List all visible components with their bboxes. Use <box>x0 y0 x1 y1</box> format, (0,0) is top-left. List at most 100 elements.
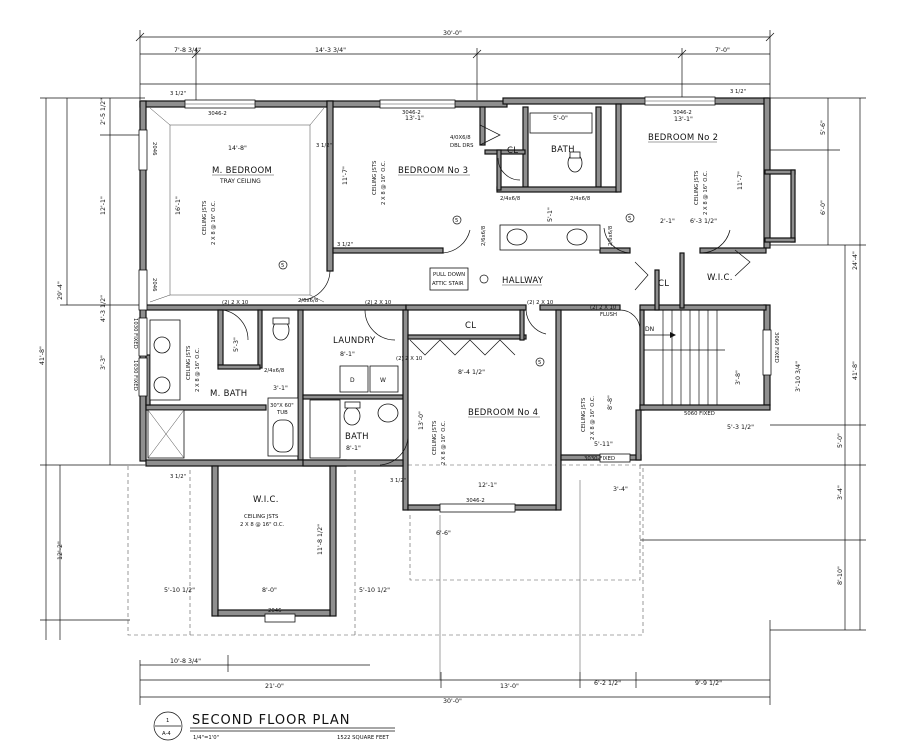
dim-top-c: 7'-0" <box>715 47 730 54</box>
dim-half-e: 3 1/2" <box>170 474 186 480</box>
dim-left-e: 12'-2" <box>57 541 64 560</box>
window-label-9: 1030 FIXED <box>132 360 138 391</box>
dim-right-e: 8'-10" <box>837 566 844 585</box>
window-labels: 3046-2 3046-2 3046-2 3046-2 2046 2046 20… <box>132 110 779 614</box>
dim-hall-sm: 2'-1" <box>660 218 675 225</box>
dim-wic-w: 8'-0" <box>262 587 277 594</box>
joist-spec-mb: 2 X 8 @ 16" O.C. <box>211 200 217 245</box>
dim-bot-e: 10'-8 3/4" <box>170 658 201 665</box>
door-size-5: 2/6x6/8 <box>481 225 487 246</box>
dim-bot-c: 6'-2 1/2" <box>594 680 621 687</box>
dimension-labels: 30'-0" 7'-8 3/4" 14'-3 3/4" 7'-0" 30'-0"… <box>39 30 859 705</box>
door-size-6: 2/6x6/8 <box>608 225 614 246</box>
dim-overall-top: 30'-0" <box>443 30 462 37</box>
staircase <box>644 310 725 405</box>
laundry-label: LAUNDRY <box>333 336 376 346</box>
bath-lower-label: BATH <box>345 432 369 442</box>
circle5-d: 5 <box>538 360 541 366</box>
dim-stair-h: 8'-8" <box>607 395 614 410</box>
door-size-1: 2/4x6/8 <box>500 196 521 202</box>
dim-win-side2: 5'-3 1/2" <box>727 424 754 431</box>
ceiling-joists-wic: CEILING JSTS <box>244 514 279 520</box>
dim-win-side: 3'-4" <box>613 486 628 493</box>
ceiling-joists-b4: CEILING JSTS <box>432 420 438 455</box>
dim-bot-a: 21'-0" <box>265 683 284 690</box>
dim-wic-b: 5'-10 1/2" <box>359 587 390 594</box>
header-3: (2) 2 X 10 <box>527 300 554 306</box>
m-bath-label: M. BATH <box>210 389 247 399</box>
drawing-scale: 1/4"=1'0" <box>193 735 219 741</box>
drawing-title: SECOND FLOOR PLAN <box>192 713 351 728</box>
dimension-lines <box>40 30 866 705</box>
door-size-3: 2/4x6/8 <box>264 368 285 374</box>
dim-right-total: 24'-4" <box>852 251 859 270</box>
dim-wic-h: 11'-8 1/2" <box>317 524 324 555</box>
notes: CEILING JSTS 2 X 8 @ 16" O.C. CEILING JS… <box>186 135 709 528</box>
ceiling-joists-mb: CEILING JSTS <box>202 200 208 235</box>
dim-left-c: 4'-3 1/2" <box>100 295 107 322</box>
dim-b2-h: 11'-7" <box>737 171 744 190</box>
window-label-2: 3046-2 <box>402 110 421 116</box>
circle5-a: 5 <box>281 263 284 269</box>
dim-half-b: 3 1/2" <box>316 143 332 149</box>
windows <box>138 96 772 623</box>
window-label-5: 2046 <box>151 142 157 156</box>
dim-half-f: 3 1/2" <box>390 478 406 484</box>
sheet-number: 1 <box>166 718 169 724</box>
window-label-12: 3030-FIXED <box>584 456 615 462</box>
dim-bath-w: 3'-1" <box>273 385 288 392</box>
ceiling-joists-b3: CEILING JSTS <box>372 160 378 195</box>
window-label-6: 2046 <box>151 278 157 292</box>
flush-note: FLUSH <box>600 312 617 318</box>
wic-upper-label: W.I.C. <box>707 273 733 283</box>
dn-label: DN <box>645 326 654 333</box>
ceiling-joists-b2: CEILING JSTS <box>694 170 700 205</box>
dim-left-small: 5'-3" <box>233 337 240 352</box>
dim-b4-h: 13'-0" <box>418 411 425 430</box>
joist-spec-b3: 2 X 8 @ 16" O.C. <box>381 160 387 205</box>
dim-left-b: 12'-1" <box>100 196 107 215</box>
dim-b3-w: 13'-1" <box>405 115 424 122</box>
joist-spec-mbath: 2 X 8 @ 16" O.C. <box>195 347 201 392</box>
bath-upper-label: BATH <box>551 145 575 155</box>
ceiling-joists-mbath: CEILING JSTS <box>186 345 192 380</box>
circle5-c: 5 <box>628 216 631 222</box>
dim-half-a: 3 1/2" <box>170 91 186 97</box>
dim-half-c: 3 1/2" <box>730 89 746 95</box>
window-label-7: 2046 <box>268 608 282 614</box>
dim-bot-b: 13'-0" <box>500 683 519 690</box>
cl-hall-label: CL <box>658 279 669 289</box>
window-label-4: 3046-2 <box>466 498 485 504</box>
dim-hall-w: 8'-1" <box>340 351 355 358</box>
dim-right-d: 3'-4" <box>837 485 844 500</box>
tray-ceiling-label: TRAY CEILING <box>219 178 261 185</box>
dim-half-d: 3 1/2" <box>337 242 353 248</box>
dim-bot-d: 9'-9 1/2" <box>695 680 722 687</box>
dim-sink: 5'-1" <box>547 207 554 222</box>
fixtures <box>147 112 751 466</box>
window-label-10: 3060 FIXED <box>773 332 779 363</box>
room-labels: M. BEDROOM TRAY CEILING BEDROOM No 3 BED… <box>210 133 733 505</box>
square-feet: 1522 SQUARE FEET <box>337 735 390 741</box>
tray-ceiling-lines <box>149 107 325 303</box>
dim-left-a: 2'-5 1/2" <box>100 98 107 125</box>
dim-right-b: 6'-0" <box>820 200 827 215</box>
circle5-b: 5 <box>455 218 458 224</box>
roof-outline <box>127 464 644 680</box>
dbl-drs-note: DBL DRS <box>450 143 474 149</box>
washer-label: W <box>380 377 386 384</box>
dim-top-a: 7'-8 3/4" <box>174 47 201 54</box>
dim-b4-sub: 6'-6" <box>436 530 451 537</box>
dim-right-c: 5'-0" <box>837 433 844 448</box>
dim-cl-w: 5'-0" <box>553 115 568 122</box>
door-size-4: 2/6x6/8 <box>298 298 319 304</box>
header-2: (2) 2 X 10 <box>365 300 392 306</box>
dim-mb-w: 14'-8" <box>228 145 247 152</box>
dim-wic-a: 5'-10 1/2" <box>164 587 195 594</box>
window-label-8: 1030 FIXED <box>132 318 138 349</box>
hallway-label: HALLWAY <box>502 276 544 286</box>
title-block: 1 A-4 SECOND FLOOR PLAN 1/4"=1'0" 1522 S… <box>153 711 395 741</box>
m-bedroom-label: M. BEDROOM <box>212 166 272 176</box>
cl-upper-label: CL <box>507 146 518 156</box>
